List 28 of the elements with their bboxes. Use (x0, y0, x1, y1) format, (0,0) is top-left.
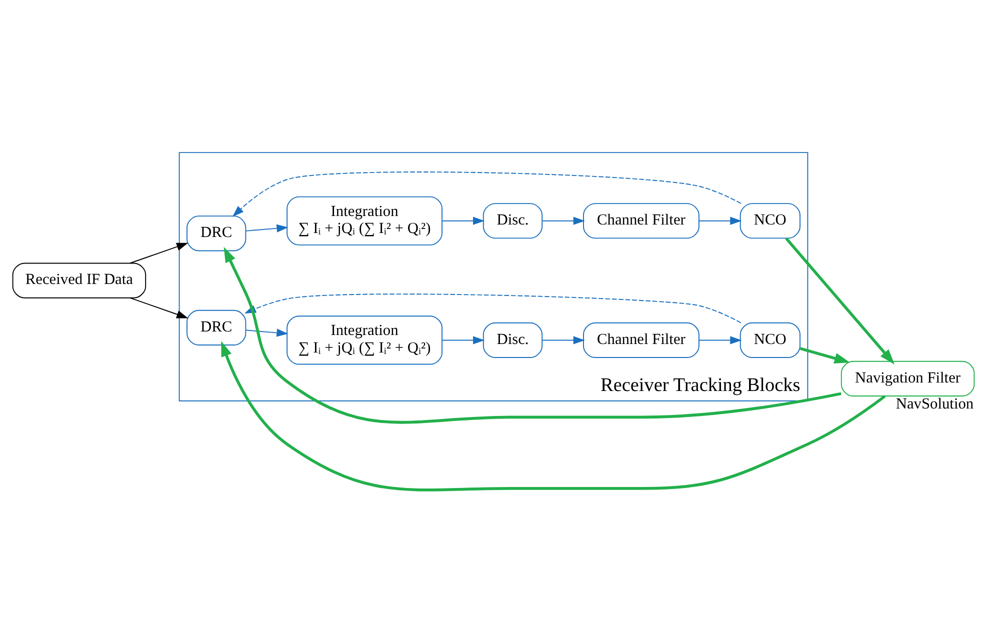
arrow (245, 328, 288, 337)
node-label: NavSolution (896, 395, 974, 412)
node-box: DRC (186, 310, 246, 346)
node-box: Channel Filter (583, 322, 700, 358)
node-box: Disc. (482, 203, 543, 239)
node-box: NCO (740, 203, 800, 239)
arrow (785, 237, 895, 364)
arrow (442, 216, 485, 225)
node-box: Integration ∑ Iᵢ + jQᵢ (∑ Iᵢ² + Qᵢ²) (286, 316, 442, 365)
arrow (698, 216, 742, 225)
arrow (542, 216, 585, 225)
node-box: Disc. (482, 322, 543, 358)
node-box: Channel Filter (583, 203, 700, 239)
node-box: Integration ∑ Iᵢ + jQᵢ (∑ Iᵢ² + Qᵢ²) (286, 196, 442, 246)
arrow (800, 347, 850, 364)
arrow (130, 298, 188, 318)
arrow (130, 242, 188, 264)
arrow (232, 172, 742, 217)
arrow (224, 246, 842, 424)
arrow (245, 224, 288, 232)
arrow (542, 336, 585, 344)
arrow (442, 336, 485, 344)
node-box: NCO (740, 322, 800, 358)
node-box: Received IF Data (12, 262, 146, 298)
arrow (221, 340, 886, 492)
node-box: DRC (186, 216, 246, 252)
node-box: Navigation Filter (840, 360, 975, 396)
arrow (698, 336, 742, 344)
